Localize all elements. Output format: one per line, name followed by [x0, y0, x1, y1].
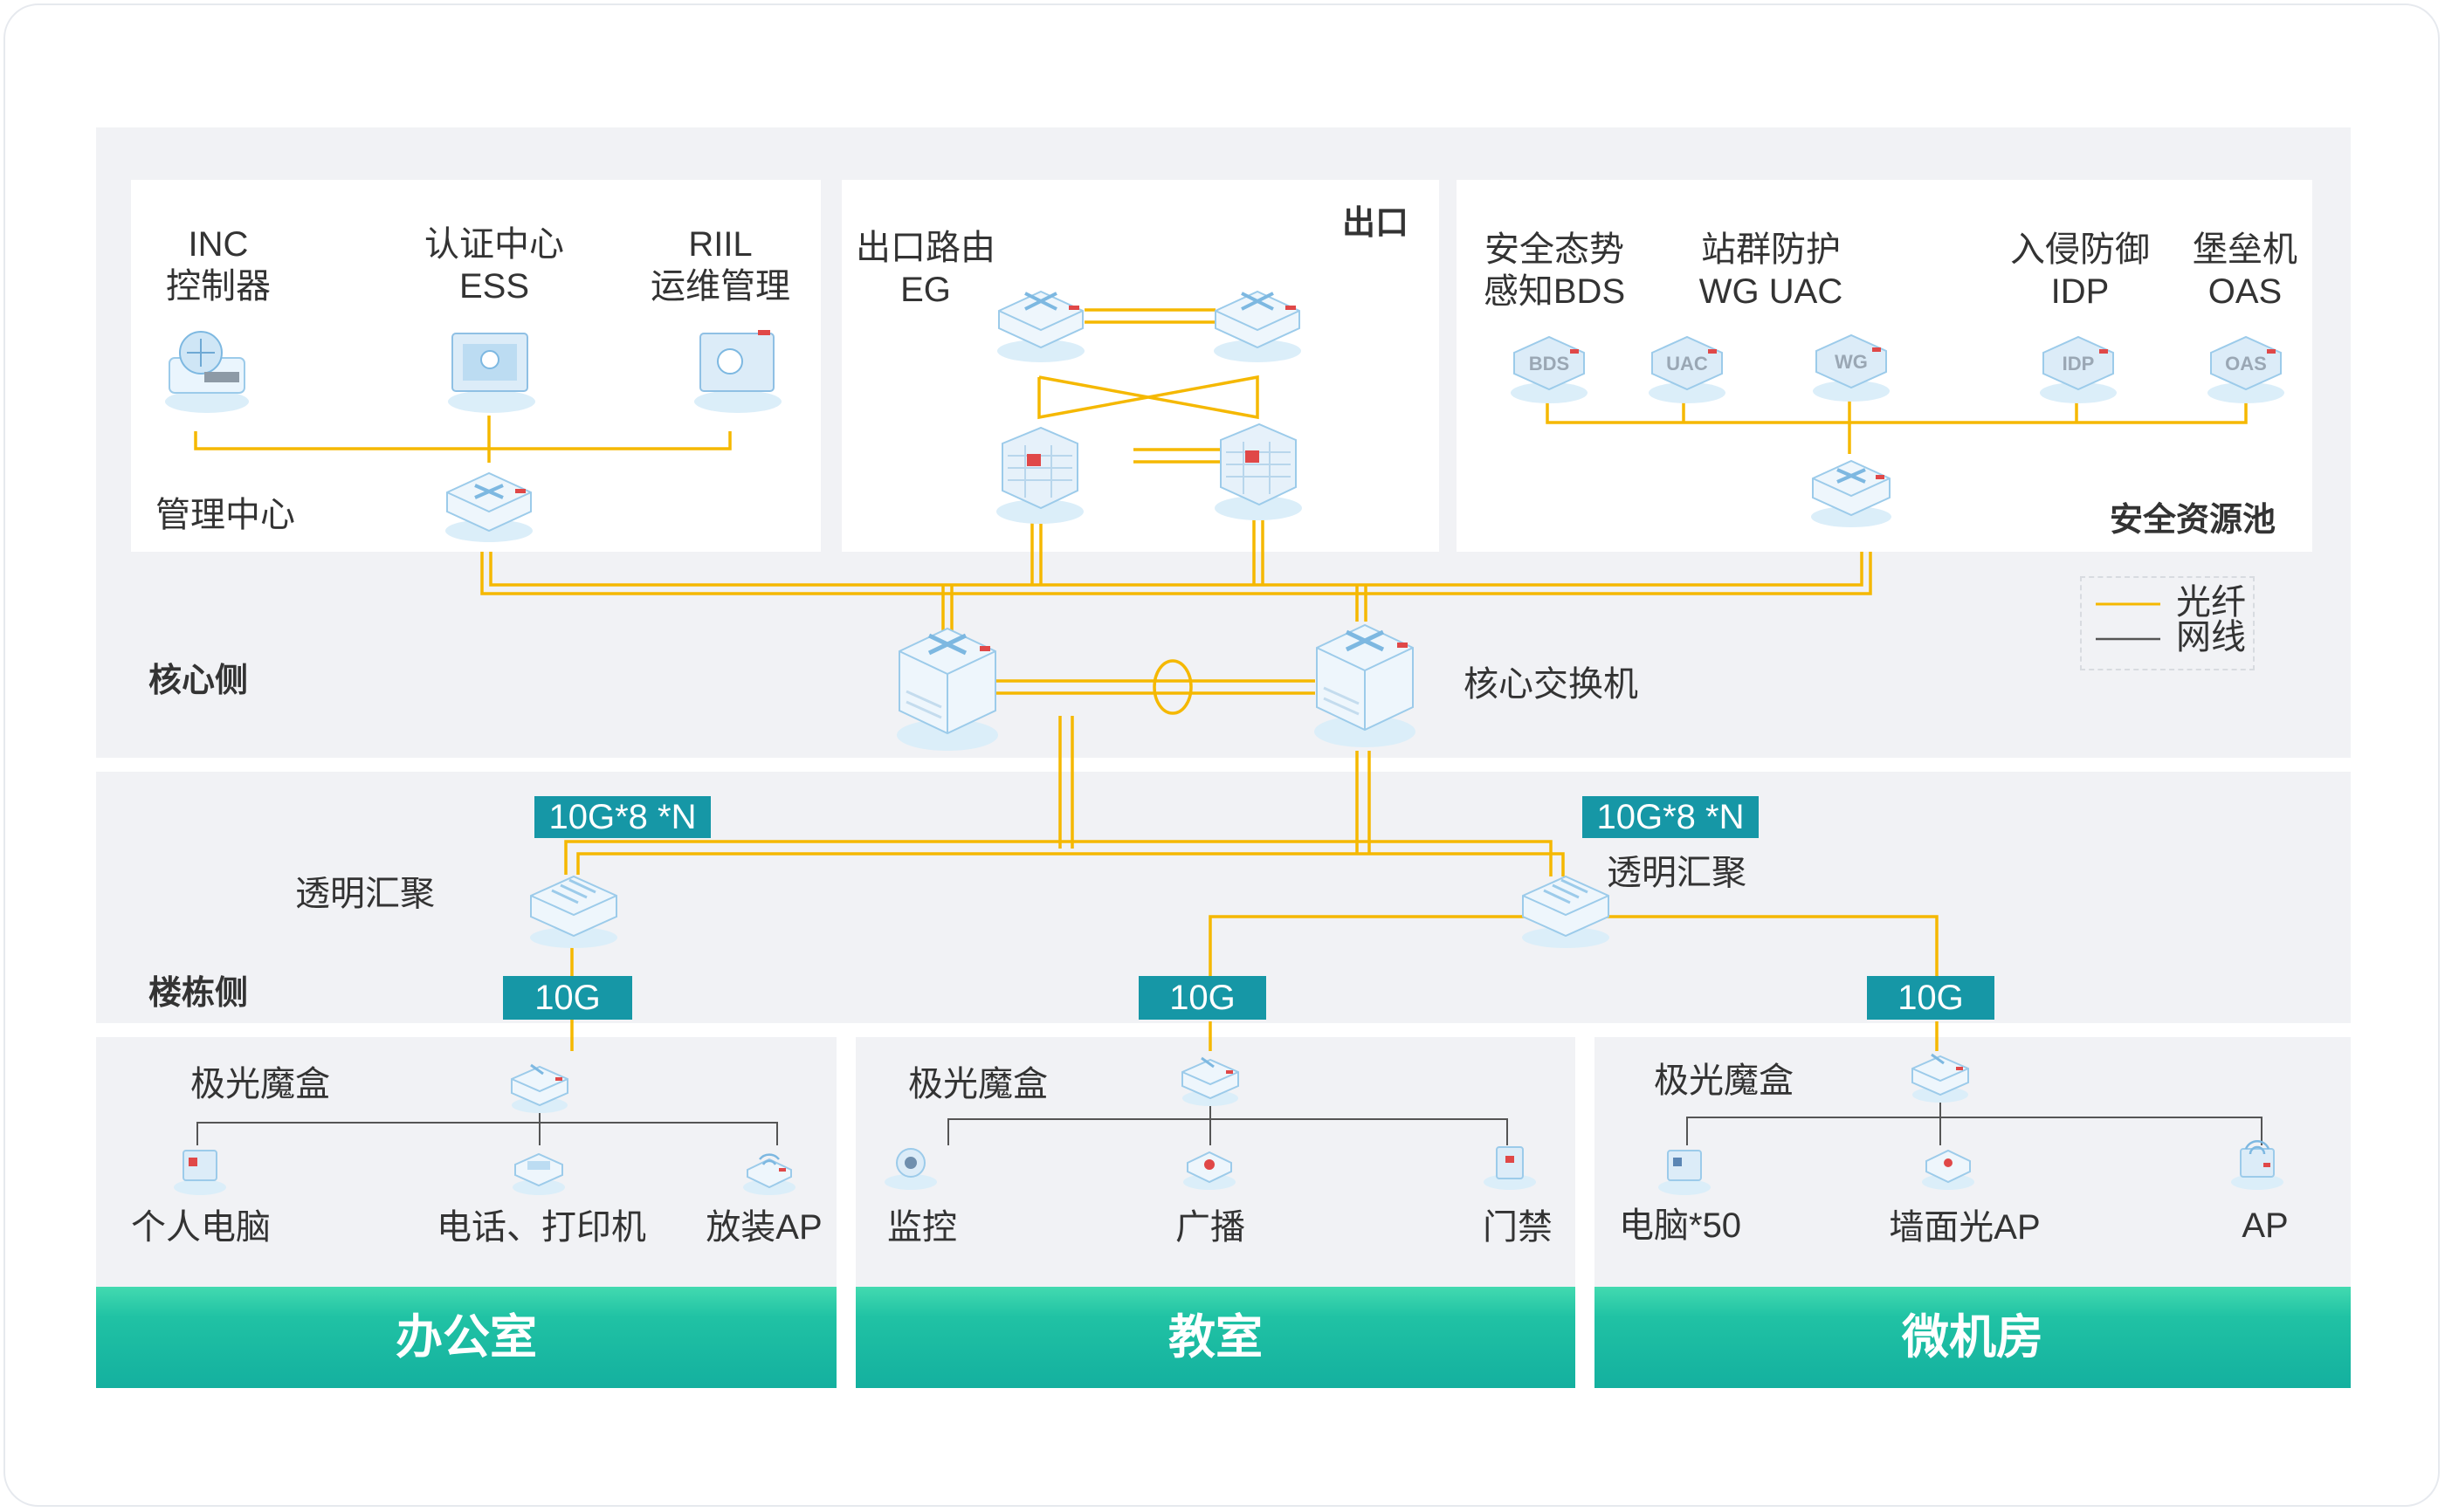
aggregation-switch-right-icon: [1522, 875, 1609, 948]
riil-ops-icon: [694, 330, 782, 413]
access-box-lab-icon: [1911, 1053, 1969, 1103]
phone-printer-icon: [513, 1152, 565, 1195]
core-switch-right-icon: [1314, 623, 1415, 747]
device-label-broadcast: 广播: [1175, 1208, 1245, 1247]
idp-icon-text: IDP: [2063, 353, 2095, 375]
device-label-camera: 监控: [887, 1208, 957, 1247]
office-ap-icon: [743, 1153, 795, 1195]
camera-icon: [885, 1148, 937, 1190]
security-pool-label: 安全资源池: [2109, 502, 2276, 539]
legend-cable-label: 网线: [2176, 618, 2246, 656]
inc-controller-icon: [165, 331, 249, 413]
idp-icon: IDP: [2040, 335, 2117, 403]
building-side-label: 楼栋侧: [148, 975, 249, 1012]
zone-footer-classroom: 教室: [856, 1287, 1575, 1388]
egress-title: 出口: [1341, 205, 1408, 242]
legend: [2080, 576, 2255, 670]
wg-icon: WG: [1813, 333, 1890, 402]
zone-footer-lab: 微机房: [1594, 1287, 2351, 1388]
egress-router-left-icon: [997, 290, 1085, 362]
bds-icon: BDS: [1511, 335, 1588, 403]
device-label-pc50: 电脑*50: [1619, 1206, 1742, 1245]
wall-ap-icon: [1922, 1149, 1974, 1190]
access-control-icon: [1484, 1146, 1536, 1190]
device-label-wall-ap: 墙面光AP: [1889, 1208, 2041, 1247]
zone-footer-office: 办公室: [96, 1287, 837, 1388]
access-box-classroom-icon: [1181, 1056, 1239, 1106]
device-label-access-control: 门禁: [1483, 1208, 1553, 1247]
zone-band-office: [96, 1037, 837, 1289]
device-label-phone-printer: 电话、打印机: [437, 1208, 646, 1247]
broadcast-icon: [1183, 1151, 1236, 1190]
downlink-tag-office: 10G: [503, 976, 632, 1020]
core-switch-left-icon: [897, 627, 998, 751]
legend-swatches: [2096, 602, 2160, 641]
egress-panel: [842, 180, 1439, 552]
management-center-label: 管理中心: [155, 496, 295, 534]
firewall-left-icon: [996, 426, 1084, 524]
access-box-label-classroom: 极光魔盒: [908, 1065, 1048, 1103]
lab-ap-icon: [2231, 1140, 2283, 1190]
device-label-ap-office: 放装AP: [706, 1208, 823, 1247]
downlink-tag-lab: 10G: [1867, 976, 1994, 1020]
firewall-right-icon: [1215, 423, 1302, 520]
pc-icon: [174, 1150, 226, 1195]
bds-icon-text: BDS: [1529, 353, 1569, 375]
oas-icon-text: OAS: [2225, 353, 2267, 375]
management-switch-icon: [445, 471, 533, 542]
legend-fiber-label: 光纤: [2176, 583, 2246, 622]
access-box-label-office: 极光魔盒: [190, 1065, 330, 1103]
uac-icon-text: UAC: [1666, 353, 1708, 375]
pc50-icon: [1658, 1150, 1711, 1195]
bds-label: 安全态势感知BDS: [1483, 230, 1626, 311]
access-box-office-icon: [511, 1063, 568, 1113]
aggregation-label-right: 透明汇聚: [1607, 854, 1746, 892]
uplink-tag-right: 10G*8 *N: [1582, 796, 1759, 838]
aggregation-switch-left-icon: [530, 875, 617, 948]
downlink-tag-classroom: 10G: [1139, 976, 1266, 1020]
uplink-tag-left: 10G*8 *N: [534, 796, 711, 838]
wg-icon-text: WG: [1835, 351, 1868, 373]
core-switch-label: 核心交换机: [1464, 665, 1638, 704]
ess-auth-icon: [448, 333, 535, 413]
security-switch-icon: [1811, 459, 1891, 527]
aggregation-label-left: 透明汇聚: [295, 875, 435, 913]
egress-router-right-icon: [1214, 290, 1301, 362]
uac-icon: UAC: [1649, 335, 1725, 403]
oas-icon: OAS: [2207, 335, 2284, 403]
access-box-label-lab: 极光魔盒: [1654, 1062, 1794, 1100]
zone-band-lab: [1594, 1037, 2351, 1289]
core-side-label: 核心侧: [148, 663, 249, 699]
device-label-ap-lab: AP: [2242, 1206, 2289, 1245]
device-label-pc: 个人电脑: [131, 1208, 271, 1247]
